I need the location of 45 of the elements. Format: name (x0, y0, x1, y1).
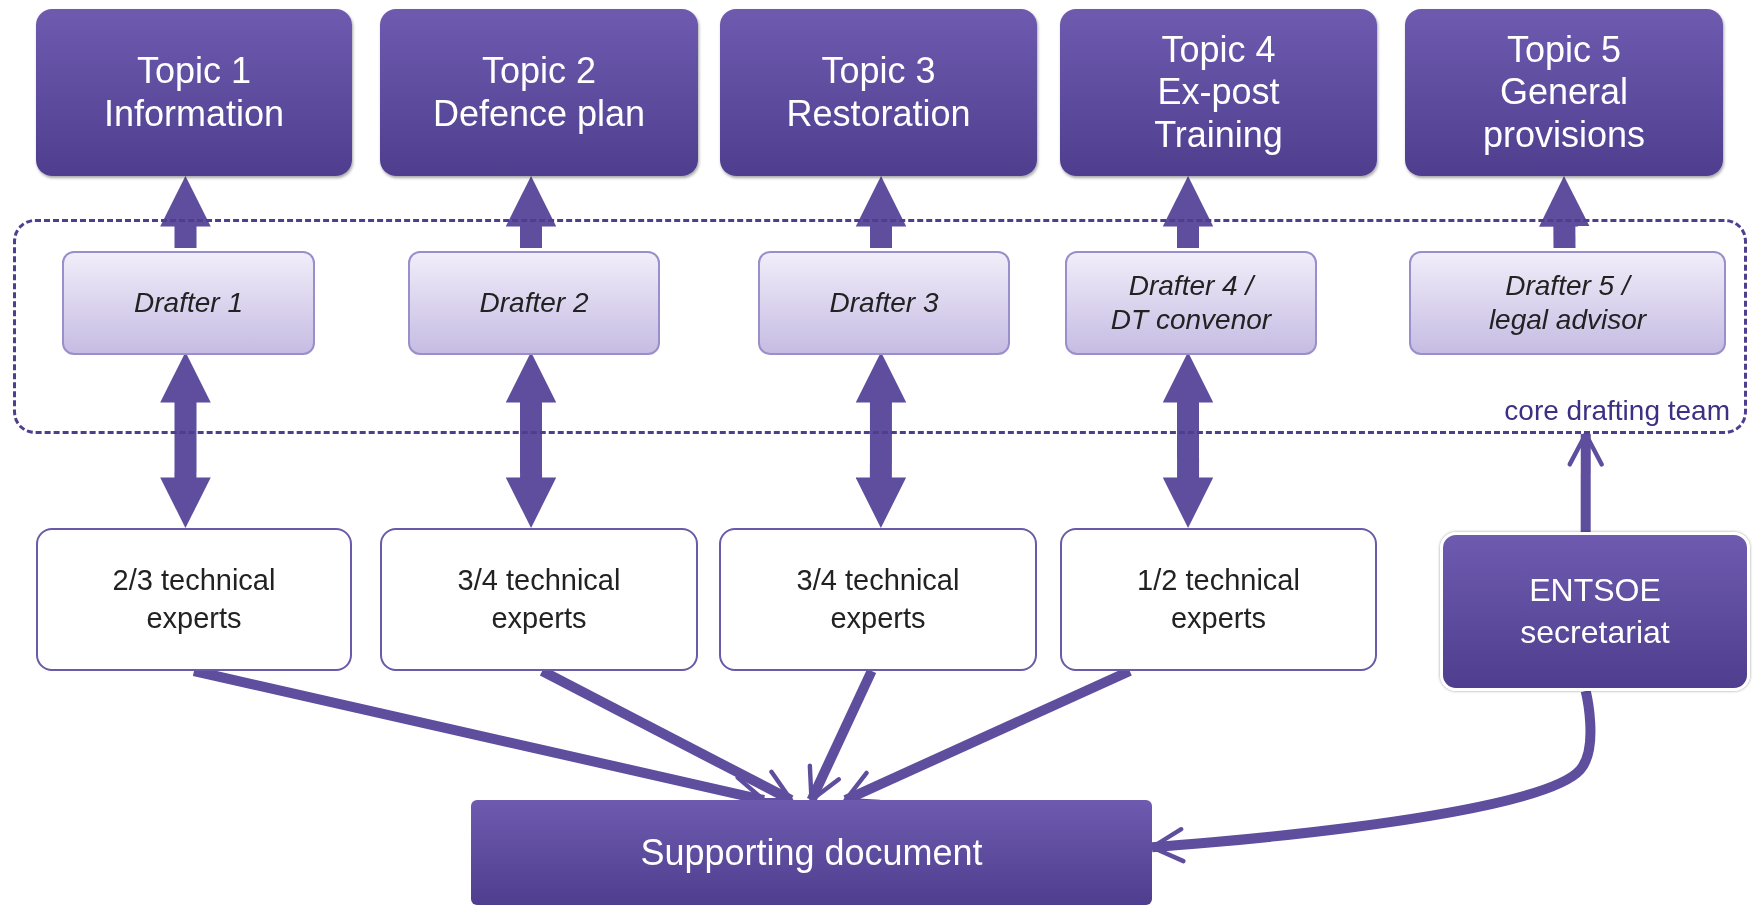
drafter-label: Drafter 3 (829, 286, 939, 320)
drafter-box (1065, 251, 1317, 355)
topic-label: Topic 1 Information (102, 50, 286, 135)
expert-group-box (36, 528, 352, 671)
drafter-label: Drafter 4 / DT convenor (1109, 269, 1273, 337)
box-label: 3/4 technical experts (795, 562, 961, 636)
block-arrow (1539, 176, 1590, 249)
document-box (471, 800, 1152, 905)
drafter-box (62, 251, 315, 355)
block-arrow (505, 352, 557, 528)
box-label: 1/2 technical experts (1136, 562, 1301, 636)
block-arrow (505, 176, 557, 248)
topic-box (1060, 9, 1377, 176)
expert-group-box (1060, 528, 1377, 671)
block-arrow (855, 352, 907, 528)
drafter-box (1409, 251, 1726, 355)
block-arrow (160, 352, 211, 528)
drafter-label: Drafter 5 / legal advisor (1487, 269, 1648, 337)
topic-box (36, 9, 352, 176)
topic-label: Topic 2 Defence plan (431, 50, 647, 135)
drafter-box (758, 251, 1010, 355)
secretariat-box (1440, 532, 1750, 691)
topic-box (1405, 9, 1723, 176)
topic-box (720, 9, 1037, 176)
drafter-label: Drafter 1 (134, 286, 243, 320)
dashed-group-boundary (13, 219, 1747, 434)
block-arrow (1162, 176, 1214, 248)
topic-label: Topic 3 Restoration (785, 50, 972, 135)
expert-group-box (719, 528, 1037, 671)
block-arrow (855, 176, 907, 248)
box-label: Supporting document (640, 831, 983, 874)
drafter-label: Drafter 2 (479, 286, 589, 320)
box-label: 2/3 technical experts (111, 562, 277, 636)
group-label: core drafting team (1504, 395, 1730, 427)
expert-group-box (380, 528, 698, 671)
arrow (1567, 431, 1604, 532)
topic-label: Topic 4 Ex-post Training (1153, 29, 1284, 156)
topic-box (380, 9, 698, 176)
arrow (806, 668, 877, 803)
box-label: 3/4 technical experts (456, 562, 622, 636)
block-arrow (1162, 352, 1214, 528)
drafter-box (408, 251, 660, 355)
block-arrow (160, 176, 211, 248)
box-label: ENTSOE secretariat (1519, 570, 1671, 652)
topic-label: Topic 5 General provisions (1481, 29, 1647, 156)
